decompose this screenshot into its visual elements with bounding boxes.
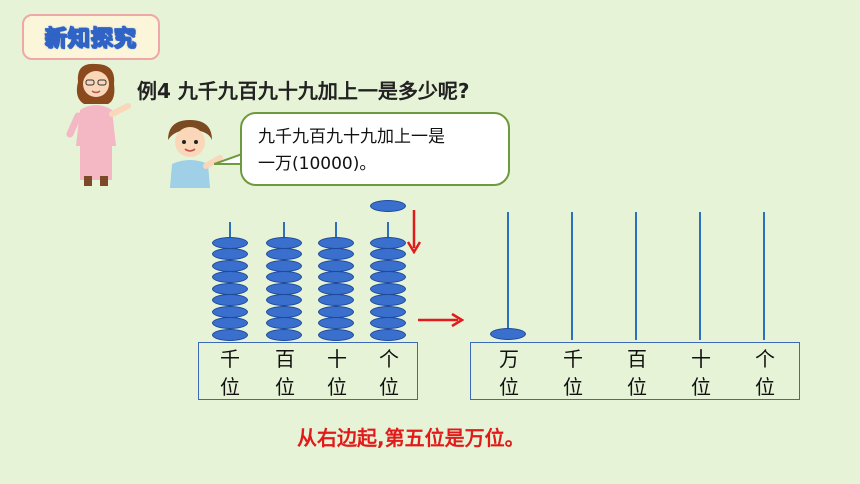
speech-line-2: 一万(10000)。 (258, 154, 377, 174)
place-label-tens-after-wei: 位 (691, 375, 711, 399)
abacus-bead (266, 236, 302, 249)
place-label-thousands-after-wei: 位 (563, 375, 583, 399)
abacus-bead (212, 282, 248, 295)
abacus-bead (370, 317, 406, 329)
place-label-tens-wei: 位 (327, 375, 347, 399)
abacus-bead (370, 305, 406, 318)
abacus-bead (318, 328, 354, 341)
place-label-ten-thousands: 万 (499, 347, 519, 371)
abacus-rod (635, 212, 637, 340)
student-illustration (168, 120, 223, 188)
example-question: 例4 九千九百九十九加上一是多少呢? (137, 79, 470, 103)
place-label-hundreds: 百 (275, 347, 295, 371)
abacus-bead (318, 259, 354, 272)
abacus-bead-added (370, 200, 406, 212)
conclusion-text: 从右边起,第五位是万位。 (297, 426, 525, 450)
place-label-ones: 个 (379, 347, 399, 371)
abacus-bead (318, 271, 354, 283)
abacus-rod (699, 212, 701, 340)
abacus-bead (212, 328, 248, 341)
abacus-bead (318, 236, 354, 249)
abacus-bead (266, 305, 302, 318)
abacus-bead (370, 271, 406, 283)
speech-bubble: 九千九百九十九加上一是 一万(10000)。 (240, 112, 510, 186)
place-label-hundreds-after: 百 (627, 347, 647, 371)
place-label-hundreds-after-wei: 位 (627, 375, 647, 399)
abacus-bead (212, 317, 248, 329)
abacus-bead (318, 294, 354, 306)
place-label-ones-after: 个 (755, 347, 775, 371)
place-label-tens: 十 (327, 347, 347, 371)
place-label-ten-thousands-wei: 位 (499, 375, 519, 399)
abacus-bead (266, 328, 302, 341)
abacus-before: 千 位 百 位 十 位 个 位 (198, 200, 418, 400)
abacus-bead (212, 259, 248, 272)
abacus-bead (212, 305, 248, 318)
abacus-bead (318, 248, 354, 260)
speech-line-1: 九千九百九十九加上一是 (258, 127, 445, 147)
abacus-after: 万 位 千 位 百 位 十 位 个 位 (470, 200, 800, 400)
teacher-illustration (66, 63, 131, 186)
down-arrow-icon (406, 210, 422, 254)
abacus-bead (318, 317, 354, 329)
abacus-bead (318, 305, 354, 318)
abacus-bead (266, 271, 302, 283)
abacus-bead (266, 294, 302, 306)
place-label-thousands-wei: 位 (220, 375, 240, 399)
place-label-thousands-after: 千 (563, 347, 583, 371)
abacus-bead (266, 317, 302, 329)
abacus-rod (571, 212, 573, 340)
place-label-hundreds-wei: 位 (275, 375, 295, 399)
abacus-bead (266, 259, 302, 272)
abacus-bead (370, 282, 406, 295)
right-arrow-icon (418, 312, 464, 328)
abacus-bead (370, 248, 406, 260)
abacus-bead (266, 282, 302, 295)
abacus-bead (490, 328, 526, 340)
abacus-rod (763, 212, 765, 340)
abacus-bead (318, 282, 354, 295)
abacus-bead (212, 294, 248, 306)
abacus-rod (507, 212, 509, 340)
abacus-bead (212, 236, 248, 249)
abacus-bead (370, 259, 406, 272)
abacus-bead (212, 271, 248, 283)
abacus-bead (370, 294, 406, 306)
abacus-bead (370, 236, 406, 249)
speech-bubble-tail (214, 151, 248, 165)
abacus-bead (266, 248, 302, 260)
place-label-tens-after: 十 (691, 347, 711, 371)
section-badge-label: 新知探究 (44, 27, 137, 53)
place-label-thousands: 千 (220, 347, 240, 371)
place-label-ones-wei: 位 (379, 375, 399, 399)
place-label-ones-after-wei: 位 (755, 375, 775, 399)
place-label-box-before (198, 342, 418, 400)
section-badge: 新知探究 (22, 14, 160, 60)
abacus-bead (370, 328, 406, 341)
place-label-box-after (470, 342, 800, 400)
abacus-bead (212, 248, 248, 260)
